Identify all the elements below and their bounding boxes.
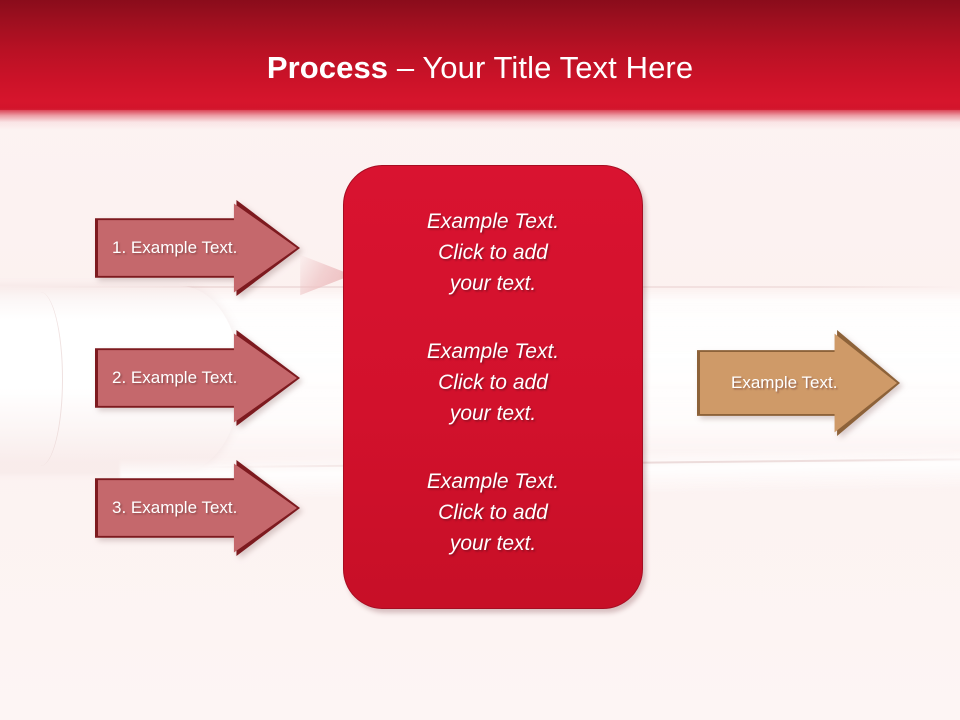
center-content-panel[interactable]: Example Text. Click to add your text. Ex… [343, 165, 643, 609]
result-arrow-label: Example Text. [731, 373, 838, 392]
page-title-bold: Process [266, 50, 389, 85]
center-text-block-3[interactable]: Example Text. Click to add your text. [426, 470, 560, 555]
process-arrow-2[interactable]: 2. Example Text. [95, 330, 300, 426]
process-arrow-3-label: 3. Example Text. [112, 498, 238, 517]
title-band-fade [0, 108, 960, 130]
process-arrow-1-label: 1. Example Text. [112, 238, 238, 257]
background-scroll-roll-edge [18, 292, 63, 466]
page-title-rest: – Your Title Text Here [388, 50, 694, 85]
process-arrow-1[interactable]: 1. Example Text. [95, 200, 300, 296]
center-text-block-2[interactable]: Example Text. Click to add your text. [426, 340, 560, 425]
center-text-block-1[interactable]: Example Text. Click to add your text. [426, 210, 560, 295]
result-arrow[interactable]: Example Text. [697, 330, 900, 436]
title-band [0, 0, 960, 110]
page-title: Process – Your Title Text Here [0, 48, 960, 88]
process-arrow-2-label: 2. Example Text. [112, 368, 238, 387]
process-arrow-3[interactable]: 3. Example Text. [95, 460, 300, 556]
